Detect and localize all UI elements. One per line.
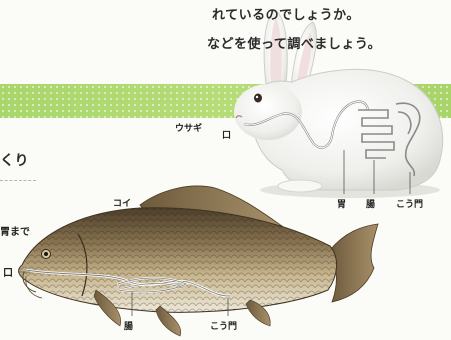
carp-name-label: コイ	[113, 196, 131, 209]
rabbit-name-label: ウサギ	[175, 121, 202, 134]
carp-illustration	[18, 186, 378, 336]
carp-intestine-label: 腸	[124, 319, 133, 332]
intro-line-2: などを使って調べましょう。	[207, 33, 381, 52]
carp-mouth-label: 口	[3, 264, 13, 279]
rabbit-stomach-label: 胃	[337, 197, 346, 210]
rabbit-mouth-label: 口	[222, 128, 231, 141]
intro-line-1: れているのでしょうか。	[212, 4, 360, 23]
side-note: 胃まで	[0, 223, 30, 238]
rabbit-anus-label: こう門	[396, 197, 423, 210]
carp-anus-label: こう門	[210, 319, 237, 332]
section-heading: くり	[0, 150, 29, 170]
heading-divider	[0, 180, 36, 181]
rabbit-intestine-label: 腸	[366, 197, 375, 210]
